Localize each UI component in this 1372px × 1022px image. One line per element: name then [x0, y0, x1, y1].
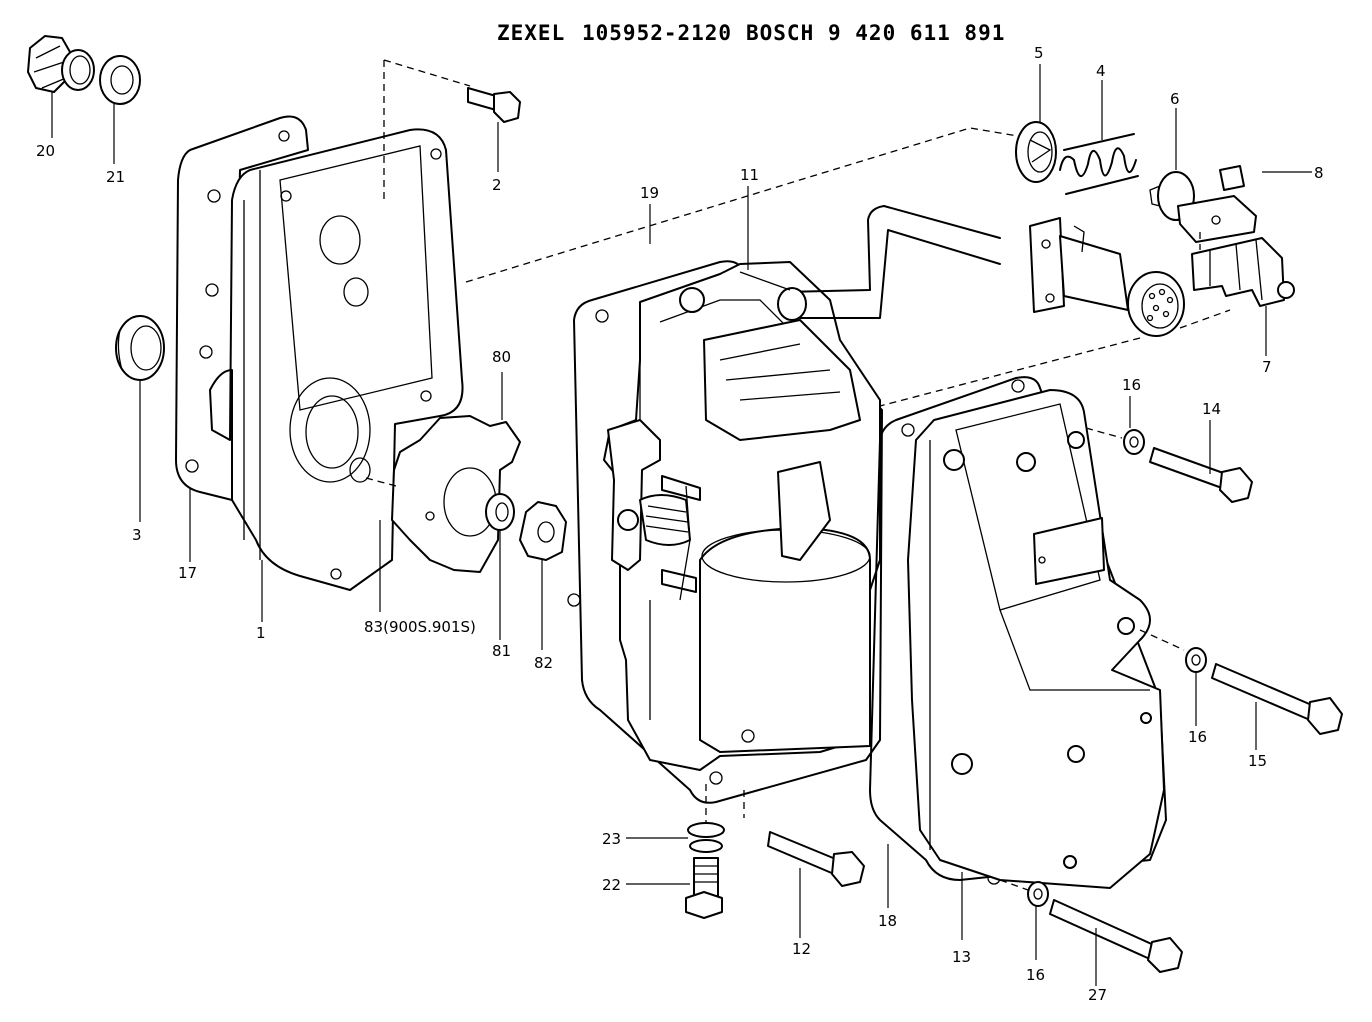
callout-17: 17 [178, 564, 197, 582]
callout-16-upper: 16 [1122, 376, 1141, 394]
bosch-part-number: 9 420 611 891 [828, 21, 1005, 45]
part-15-bolt [1211, 663, 1343, 735]
part-22-banjo-bolt [685, 857, 723, 919]
callout-16-middle: 16 [1188, 728, 1207, 746]
part-16-washer-lower [1027, 881, 1049, 907]
callout-19: 19 [640, 184, 659, 202]
callout-6: 6 [1170, 90, 1180, 108]
part-12-bolt [767, 831, 865, 887]
bosch-label: BOSCH [746, 21, 814, 45]
part-2-bolt [467, 87, 521, 123]
callout-7: 7 [1262, 358, 1272, 376]
callout-12: 12 [792, 940, 811, 958]
lever-spring-assembly [607, 419, 701, 601]
part-11-pipe [739, 205, 1001, 321]
callout-18: 18 [878, 912, 897, 930]
part-16-washer-upper [1123, 429, 1145, 455]
callout-23: 23 [602, 830, 621, 848]
callout-5: 5 [1034, 44, 1044, 62]
callout-16-lower: 16 [1026, 966, 1045, 984]
callout-82: 82 [534, 654, 553, 672]
callout-13: 13 [952, 948, 971, 966]
part-7-terminal-block [1191, 237, 1295, 307]
callout-2: 2 [492, 176, 502, 194]
callout-11: 11 [740, 166, 759, 184]
part-11-governor-housing [603, 261, 881, 771]
callout-1: 1 [256, 624, 266, 642]
callout-8: 8 [1314, 164, 1324, 182]
zexel-label: ZEXEL [497, 21, 565, 45]
connector-plug [1029, 217, 1185, 337]
part-4-spring [1059, 133, 1139, 195]
callout-15: 15 [1248, 752, 1267, 770]
callout-14: 14 [1202, 400, 1221, 418]
part-82-nut [519, 501, 567, 561]
callout-80: 80 [492, 348, 511, 366]
callout-21: 21 [106, 168, 125, 186]
rear-cover [907, 389, 1165, 889]
callout-3: 3 [132, 526, 142, 544]
part-8-bracket [1177, 165, 1257, 243]
callout-83: 83(900S.901S) [364, 618, 476, 636]
part-14-bolt [1149, 447, 1253, 503]
part-27-bolt [1049, 899, 1183, 973]
part-5-cap [1015, 121, 1057, 183]
callout-22: 22 [602, 876, 621, 894]
callout-20: 20 [36, 142, 55, 160]
part-17-gasket [175, 115, 309, 501]
part-21-washer [99, 55, 141, 105]
callout-labels: 20 21 2 19 11 5 4 6 8 7 16 14 80 3 17 1 … [36, 44, 1324, 1004]
part-23-washers [687, 822, 725, 853]
callout-27: 27 [1088, 986, 1107, 1004]
part-16-washer-middle [1185, 647, 1207, 673]
part-81-washer [485, 493, 515, 531]
part-3-oil-seal [115, 315, 165, 381]
part-20-plug [27, 35, 95, 93]
zexel-part-number: 105952-2120 [582, 21, 732, 45]
callout-81: 81 [492, 642, 511, 660]
diagram-title: ZEXEL 105952-2120 BOSCH 9 420 611 891 [497, 21, 1005, 45]
part-1-front-housing [209, 128, 464, 591]
callout-4: 4 [1096, 62, 1106, 80]
